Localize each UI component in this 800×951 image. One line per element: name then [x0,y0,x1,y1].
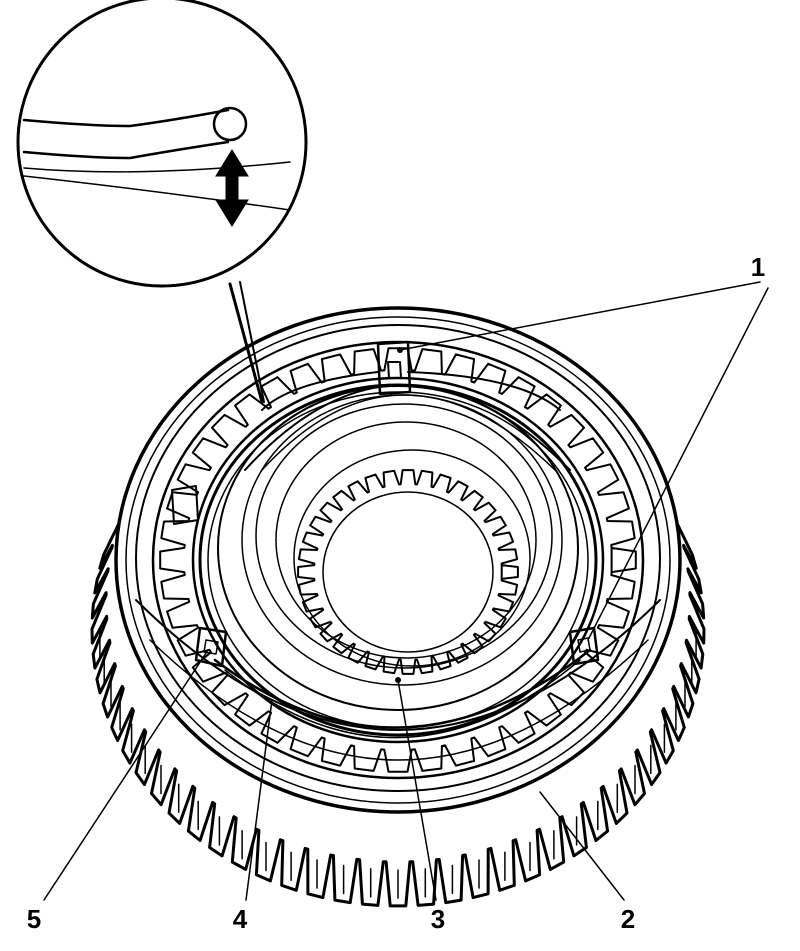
callout-3: 3 [431,904,445,934]
outer-gear [90,523,706,908]
callout-2: 2 [621,904,635,934]
magnifier-circle [16,0,308,288]
gear-tooth-details [99,629,697,899]
spring-wire [22,108,230,128]
callout-5: 5 [27,904,41,934]
inner-splines [159,347,637,773]
callout-4: 4 [233,904,248,934]
lock-clip-side [171,485,199,525]
callout-leaders [43,281,769,901]
detail-magnifier [16,0,308,404]
lock-clip-right [568,626,600,666]
double-arrow-icon [215,149,249,227]
splined-bore [293,449,531,675]
inner-teeth-ring [151,340,645,780]
gear-teeth [90,523,706,908]
lock-clip-left [194,626,228,668]
lock-clip-top [261,340,561,411]
magnifier-leader-line [228,282,264,404]
callout-labels: 1 2 3 4 5 [27,252,765,934]
synchro-hub [213,384,592,739]
callout-1: 1 [751,252,765,282]
